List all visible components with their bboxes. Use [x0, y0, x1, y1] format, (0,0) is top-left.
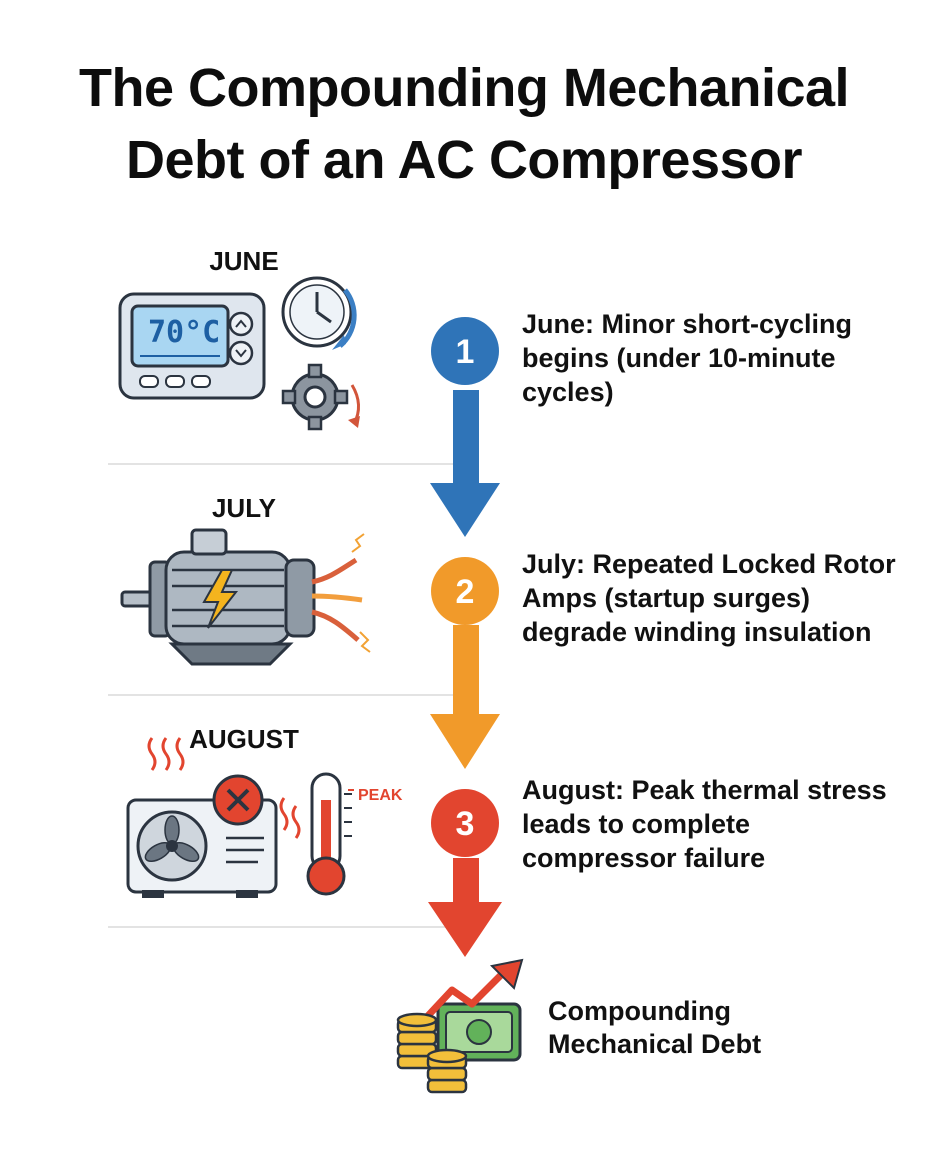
clock-cycle-icon — [281, 276, 357, 350]
money-bill-icon — [436, 1002, 522, 1062]
section-divider — [108, 926, 453, 928]
gear-icon — [281, 363, 360, 431]
failure-x-icon — [212, 774, 264, 826]
step-2-description: July: Repeated Locked Rotor Amps (startu… — [522, 549, 896, 647]
step-3-marker: 3 — [431, 789, 499, 857]
step-2-number: 2 — [456, 573, 475, 611]
month-label-june: JUNE — [209, 246, 279, 276]
step-3-description: August: Peak thermal stress leads to com… — [522, 775, 887, 873]
thermometer-peak-label: PEAK — [358, 787, 403, 804]
thermostat-display: 70°C — [148, 315, 220, 350]
coin-stack-icon — [396, 1012, 468, 1094]
section-divider — [108, 463, 453, 465]
result-label: Compounding Mechanical Debt — [548, 996, 762, 1059]
month-label-july: JULY — [211, 493, 277, 523]
arrow-step-2 — [430, 625, 500, 769]
step-1-description: June: Minor short-cycling begins (under … — [522, 309, 853, 407]
step-2-marker: 2 — [431, 557, 499, 625]
title-line-2: Debt of an AC Compressor — [125, 130, 803, 190]
month-label-august: AUGUST — [189, 724, 299, 754]
rising-arrow-icon — [421, 958, 524, 1023]
thermometer-icon: PEAK — [306, 772, 403, 896]
title-line-1: The Compounding Mechanical — [78, 58, 850, 118]
ac-unit-icon — [126, 737, 301, 898]
frayed-wires-icon — [311, 533, 371, 653]
step-3-number: 3 — [456, 805, 475, 843]
step-1-marker: 1 — [431, 317, 499, 385]
thermostat-icon: 70°C — [118, 292, 266, 400]
page-title: The Compounding Mechanical Debt of an AC… — [0, 52, 928, 196]
step-1-number: 1 — [456, 333, 475, 371]
section-divider — [108, 694, 453, 696]
arrow-step-1 — [430, 390, 500, 537]
arrow-step-3 — [428, 858, 502, 957]
electric-motor-icon — [120, 528, 316, 666]
